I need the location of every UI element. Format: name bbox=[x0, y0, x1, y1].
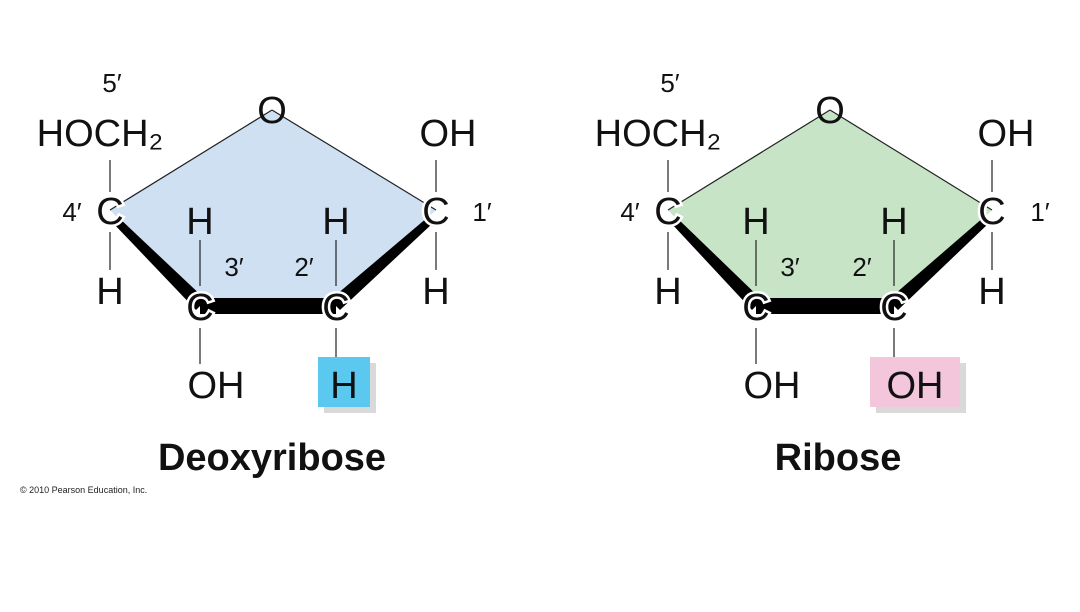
carbon-1: C bbox=[978, 191, 1005, 233]
carbon-4: C bbox=[96, 191, 123, 233]
c2-hydrogen: H bbox=[322, 201, 349, 243]
prime-2-label: 2′ bbox=[852, 252, 871, 282]
c4-hydrogen: H bbox=[96, 271, 123, 313]
highlight-label: H bbox=[330, 365, 357, 407]
prime-1-label: 1′ bbox=[1030, 197, 1049, 227]
c3-hydroxyl: OH bbox=[188, 365, 245, 407]
bond-o-c4 bbox=[109, 109, 273, 211]
carbon-3: C bbox=[186, 287, 213, 329]
deoxyribose-ring-fill bbox=[110, 110, 436, 305]
prime-1-label: 1′ bbox=[472, 197, 491, 227]
molecule-name-ribose: Ribose bbox=[775, 437, 902, 479]
ring-oxygen: O bbox=[257, 90, 287, 132]
c4-hydrogen: H bbox=[654, 271, 681, 313]
c1-hydrogen: H bbox=[422, 271, 449, 313]
highlight-box bbox=[870, 357, 960, 407]
ribose-molecule: O C C C C HOCH₂ H OH H H H OH OH 5′ 4′ 1… bbox=[595, 68, 1050, 479]
prime-5-label: 5′ bbox=[660, 68, 679, 98]
wedge-bond-c4-c3 bbox=[113, 217, 206, 310]
prime-5-label: 5′ bbox=[102, 68, 121, 98]
prime-4-label: 4′ bbox=[620, 197, 639, 227]
bond-o-c1 bbox=[829, 109, 993, 211]
wedge-bond-c1-c2 bbox=[888, 217, 989, 310]
bond-o-c1 bbox=[271, 109, 437, 211]
wedge-bond-c4-c3 bbox=[671, 217, 762, 310]
prime-2-label: 2′ bbox=[294, 252, 313, 282]
hoch2-group: HOCH₂ bbox=[595, 113, 722, 155]
carbon-2: C bbox=[322, 287, 349, 329]
carbon-3: C bbox=[742, 287, 769, 329]
prime-4-label: 4′ bbox=[62, 197, 81, 227]
carbon-4: C bbox=[654, 191, 681, 233]
highlight-box bbox=[318, 357, 370, 407]
prime-3-label: 3′ bbox=[224, 252, 243, 282]
wedge-bond-c3-c2 bbox=[756, 298, 894, 314]
c1-hydrogen: H bbox=[978, 271, 1005, 313]
wedge-bond-c3-c2 bbox=[200, 298, 336, 314]
ribose-ring-fill bbox=[668, 110, 992, 305]
c3-hydrogen: H bbox=[186, 201, 213, 243]
hoch2-group: HOCH₂ bbox=[37, 113, 164, 155]
carbon-1: C bbox=[422, 191, 449, 233]
deoxyribose-molecule: O C C C C HOCH₂ H OH H H H OH H 5′ 4′ 1′… bbox=[37, 68, 492, 479]
prime-3-label: 3′ bbox=[780, 252, 799, 282]
c1-hydroxyl: OH bbox=[978, 113, 1035, 155]
highlight-label: OH bbox=[887, 365, 944, 407]
c1-hydroxyl: OH bbox=[420, 113, 477, 155]
c3-hydrogen: H bbox=[742, 201, 769, 243]
molecule-name-deoxyribose: Deoxyribose bbox=[158, 437, 386, 479]
copyright-notice: © 2010 Pearson Education, Inc. bbox=[20, 485, 148, 495]
ring-oxygen: O bbox=[815, 90, 845, 132]
bond-o-c4 bbox=[667, 109, 831, 211]
c2-hydrogen: H bbox=[880, 201, 907, 243]
c3-hydroxyl: OH bbox=[744, 365, 801, 407]
wedge-bond-c1-c2 bbox=[330, 217, 433, 310]
carbon-2: C bbox=[880, 287, 907, 329]
